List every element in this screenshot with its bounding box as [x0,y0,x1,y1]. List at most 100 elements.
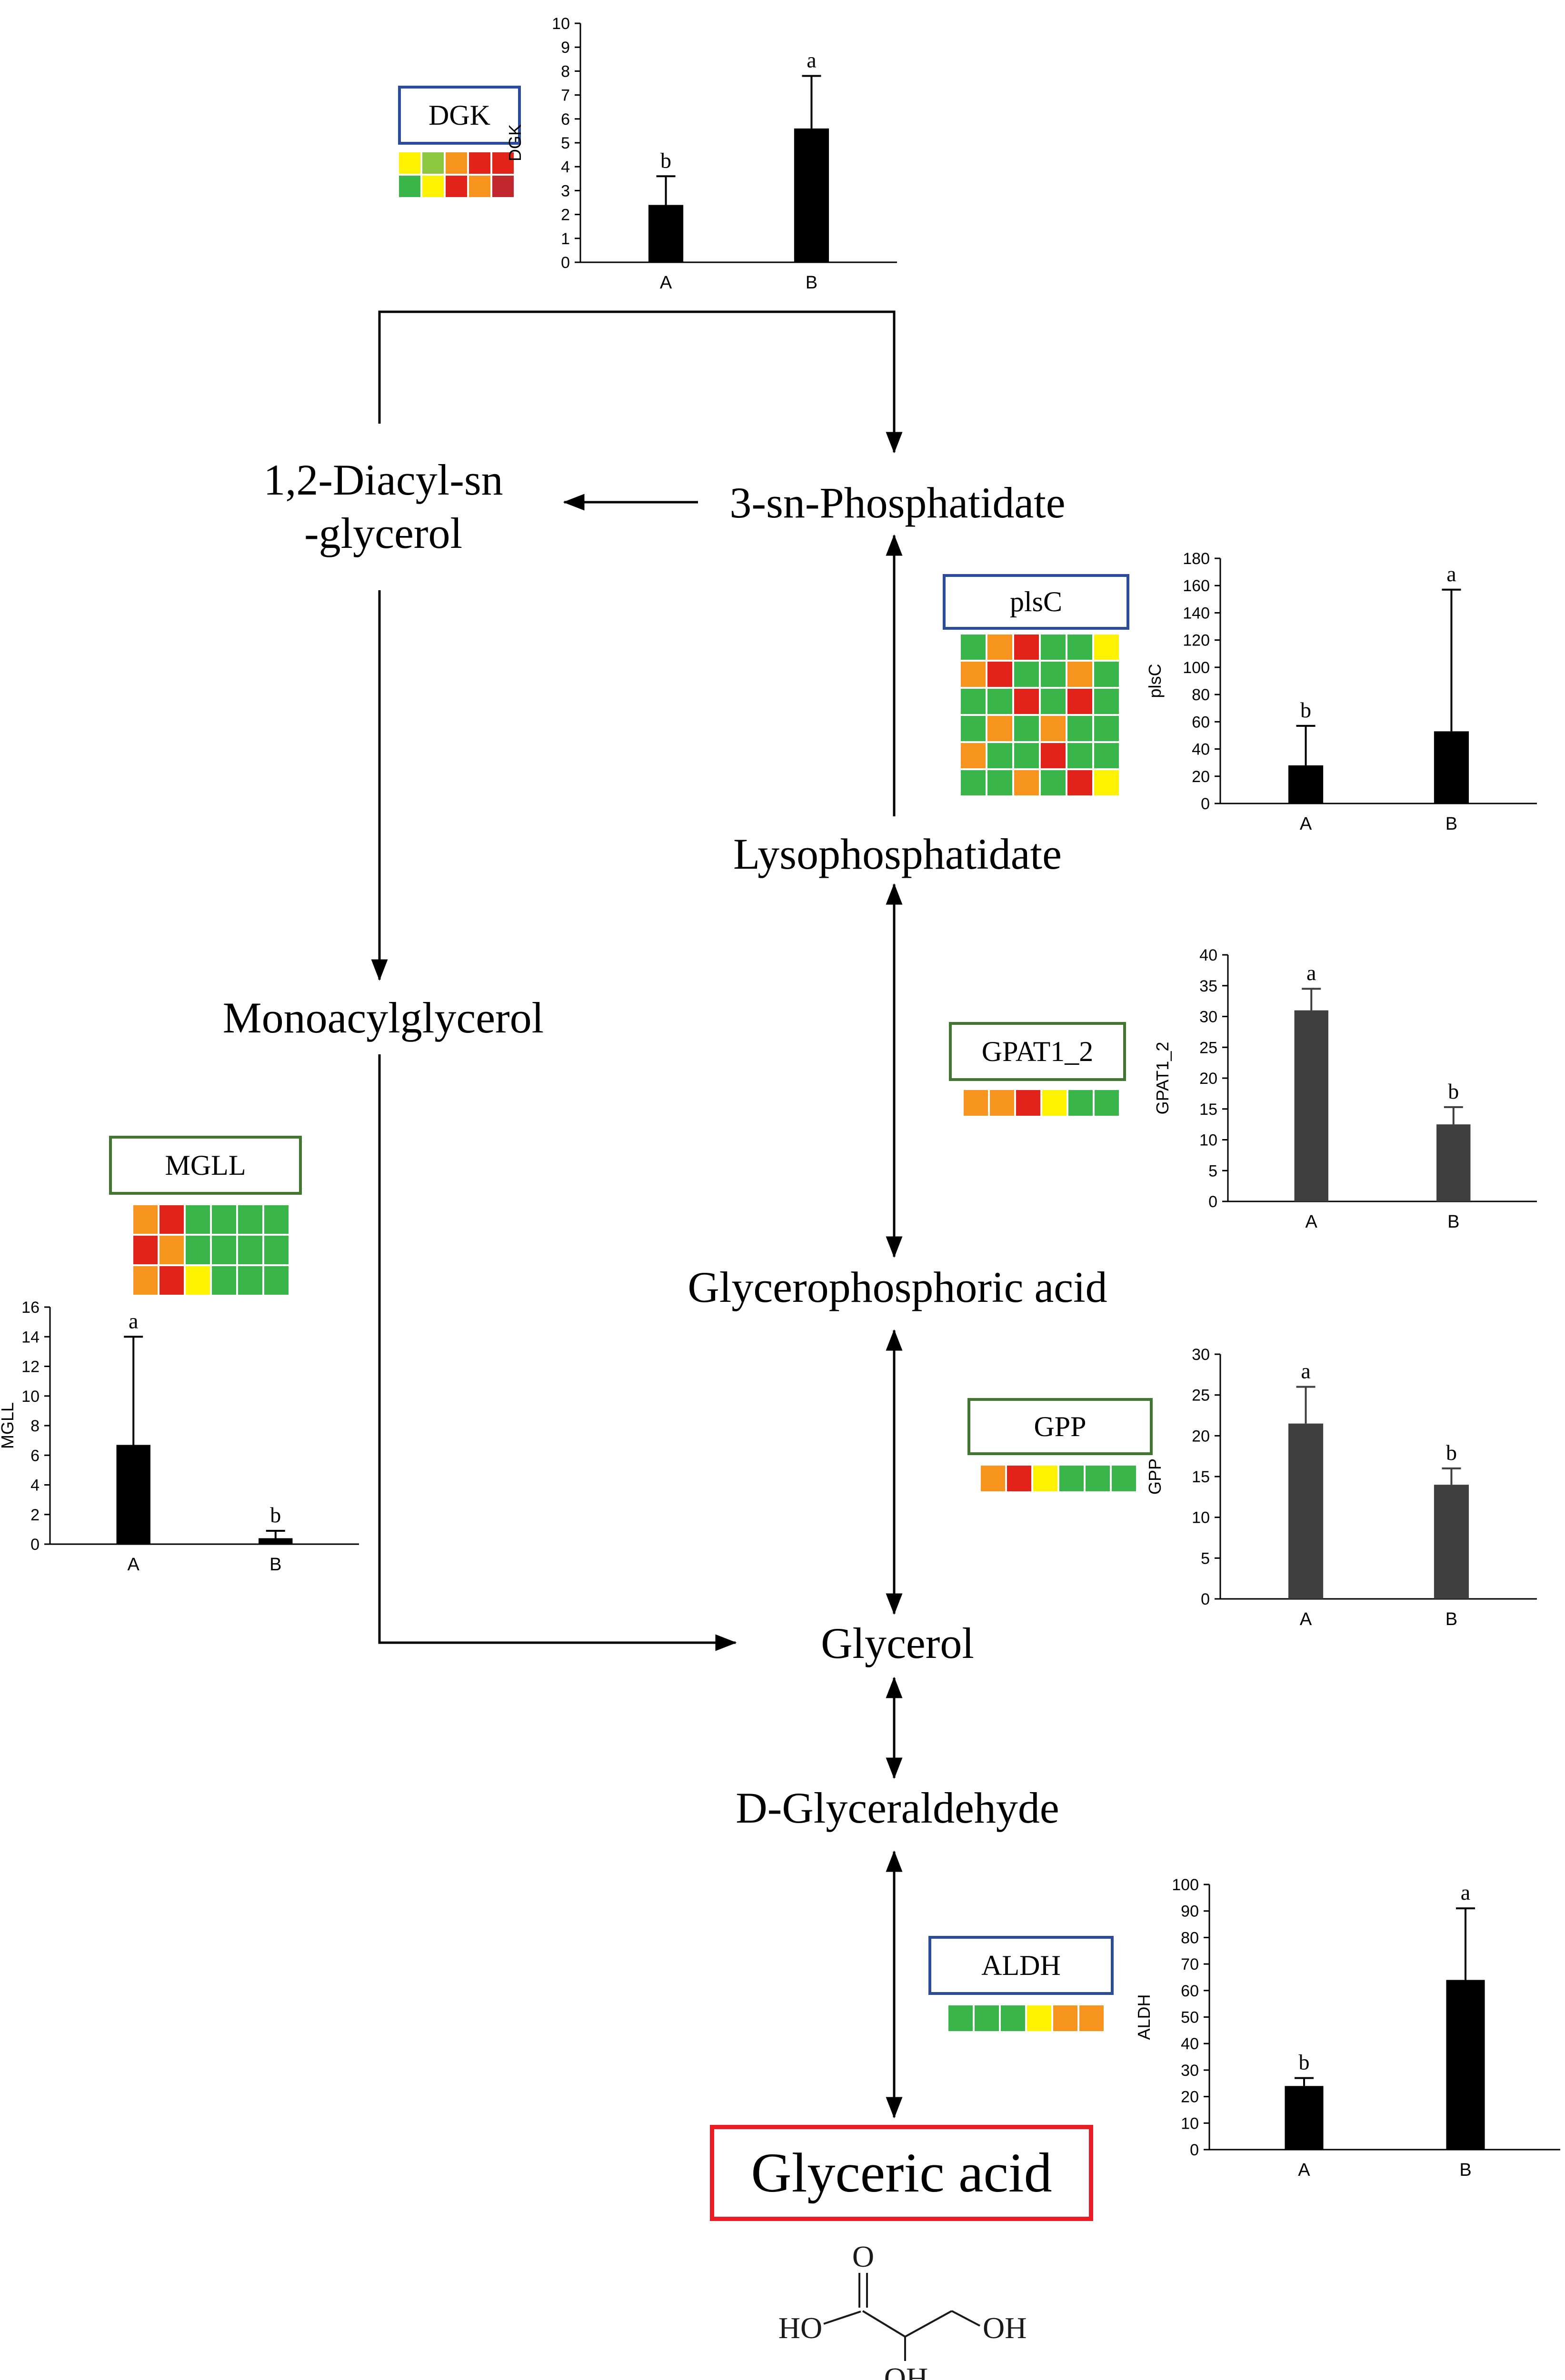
significance-letter: a [1461,1880,1470,1904]
y-tick-label: 5 [1201,1549,1210,1567]
enzyme-label-gpp: GPP [1034,1410,1087,1442]
y-tick-label: 140 [1183,604,1210,622]
node-d-glyceraldehyde: D-Glyceraldehyde [736,1784,1059,1832]
heatmap-cell [422,176,444,197]
heatmap-cell [1042,1090,1067,1116]
node-lysophosphatidate: Lysophosphatidate [733,830,1062,878]
bar-B [1434,1485,1469,1599]
chart-axes [1227,955,1537,1202]
heatmap-cell [987,743,1012,768]
heatmap-row [132,1265,289,1296]
heatmap-cell [186,1266,210,1295]
y-tick-label: 80 [1181,1929,1199,1947]
bar-A [648,205,684,262]
heatmap-cell [1079,2005,1104,2031]
y-tick-label: 120 [1183,632,1210,650]
heatmap-cell [264,1205,289,1234]
category-label: A [660,273,672,293]
heatmap-row [960,634,1120,661]
heatmap-cell [1014,770,1039,795]
heatmap-cell [1041,716,1066,741]
heatmap-cell [1067,689,1092,714]
heatmap-row [398,175,515,198]
heatmap-cell [961,770,986,795]
y-axis-label: ALDH [1134,1994,1154,2040]
y-tick-label: 180 [1183,550,1210,568]
heatmap-cell [1041,689,1066,714]
heatmap-cell [1112,1466,1136,1491]
enzyme-label-dgk: DGK [429,99,490,131]
y-tick-label: 5 [561,134,570,152]
significance-letter: a [1306,961,1316,985]
heatmap-cell [469,152,490,174]
chart-axes [1219,558,1537,804]
heatmap-cell [446,152,467,174]
heatmap-cell [1094,743,1119,768]
heatmap-cell [133,1236,158,1264]
y-tick-label: 6 [561,110,570,129]
y-axis-label: DGK [505,124,525,161]
bond-c-c2 [905,2310,952,2338]
heatmap-cell [1027,2005,1051,2031]
heatmap-cell [238,1205,262,1234]
heatmap-cell [1014,716,1039,741]
significance-letter: a [1446,562,1456,586]
heatmap-cell [264,1266,289,1295]
y-tick-label: 0 [1190,2141,1199,2159]
heatmap-cell [1014,662,1039,687]
bar-B [1446,1980,1485,2150]
y-tick-label: 80 [1192,686,1210,704]
y-tick-label: 0 [30,1536,40,1554]
y-tick-label: 10 [1192,1509,1210,1527]
y-tick-label: 15 [1199,1101,1217,1119]
heatmap-row [960,715,1120,742]
y-tick-label: 6 [30,1447,40,1465]
enzyme-box-mgll: MGLL [109,1136,302,1195]
heatmap-cell [1014,743,1039,768]
y-tick-label: 20 [1181,2088,1199,2106]
category-label: A [1300,1609,1312,1629]
heatmap-cell [159,1205,184,1234]
heatmap-cell [238,1236,262,1264]
category-label: B [269,1555,281,1575]
atom-ho-label: HO [778,2311,822,2345]
y-tick-label: 60 [1192,713,1210,731]
heatmap-cell [399,176,420,197]
heatmap-cell [987,662,1012,687]
heatmap-cell [975,2005,999,2031]
bar-B [259,1538,293,1544]
atom-oh-bottom-label: OH [884,2361,928,2380]
y-tick-label: 4 [30,1477,40,1495]
category-label: B [1447,1212,1459,1232]
heatmap-cell [1094,689,1119,714]
heatmap-cell [1067,635,1092,660]
y-tick-label: 160 [1183,577,1210,595]
category-label: A [1298,2160,1310,2180]
y-tick-label: 30 [1181,2062,1199,2080]
heatmap-gpp [980,1465,1137,1492]
category-label: B [1445,1609,1457,1629]
heatmap-cell [987,716,1012,741]
heatmap-cell [1059,1466,1084,1491]
heatmap-row [963,1089,1120,1117]
heatmap-cell [961,716,986,741]
heatmap-cell [1053,2005,1077,2031]
heatmap-cell [961,635,986,660]
y-tick-label: 100 [1183,659,1210,677]
heatmap-cell [1041,743,1066,768]
y-tick-label: 5 [1208,1162,1217,1180]
enzyme-box-dgk: DGK [398,86,521,145]
heatmap-cell [446,176,467,197]
node-monoacylglycerol: Monoacylglycerol [222,993,544,1042]
category-label: B [806,273,817,293]
y-tick-label: 20 [1192,1427,1210,1445]
heatmap-row [960,661,1120,688]
y-tick-label: 25 [1192,1387,1210,1405]
y-axis-label: MGLL [0,1402,17,1449]
y-tick-label: 100 [1172,1876,1199,1894]
heatmap-cell [1067,743,1092,768]
